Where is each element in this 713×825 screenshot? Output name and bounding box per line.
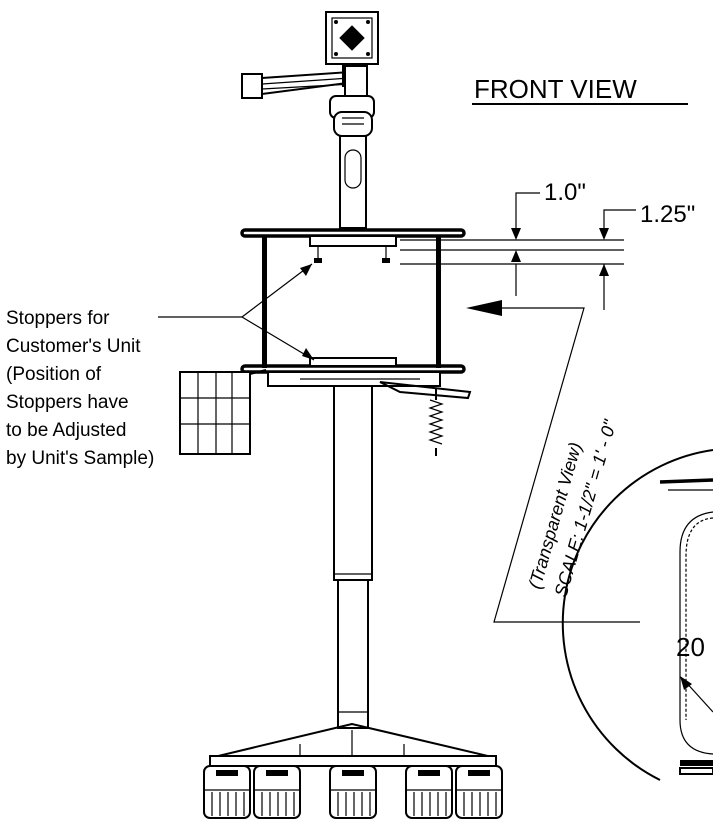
side-basket (179, 369, 267, 455)
stoppers-label-line4: Stoppers have (6, 392, 129, 413)
upper-pole (339, 135, 367, 229)
dimension-1-25: 1.25" (640, 201, 695, 228)
stoppers-label-line2: Customer's Unit (6, 336, 141, 357)
detail-callout: (Transparent View) SCALE: 1-1/2" = 1' - … (466, 300, 640, 623)
lower-pole (333, 385, 373, 729)
caster-1 (203, 765, 251, 819)
gas-spring (428, 388, 444, 456)
view-title: FRONT VIEW (474, 74, 637, 104)
caster-4 (405, 765, 453, 819)
monitor-arm (241, 65, 375, 137)
caster-5 (455, 765, 503, 819)
stoppers-label-line3: (Position of (6, 364, 102, 385)
caster-3 (329, 765, 377, 819)
detail-circle: 20 (561, 449, 713, 781)
dimension-lines: 1.0" 1.25" (400, 179, 695, 310)
dimension-1-0: 1.0" (544, 179, 586, 206)
caster-base (203, 722, 503, 819)
unit-housing (240, 228, 472, 400)
caster-2 (253, 765, 301, 819)
stoppers-label-line6: by Unit's Sample) (6, 448, 154, 469)
detail-partial-dimension: 20 (676, 632, 705, 662)
title-group: FRONT VIEW (472, 74, 688, 105)
stopper-callout: Stoppers for Customer's Unit (Position o… (6, 263, 315, 469)
stoppers-label-line1: Stoppers for (6, 308, 110, 329)
stoppers-label-line5: to be Adjusted (6, 420, 126, 441)
